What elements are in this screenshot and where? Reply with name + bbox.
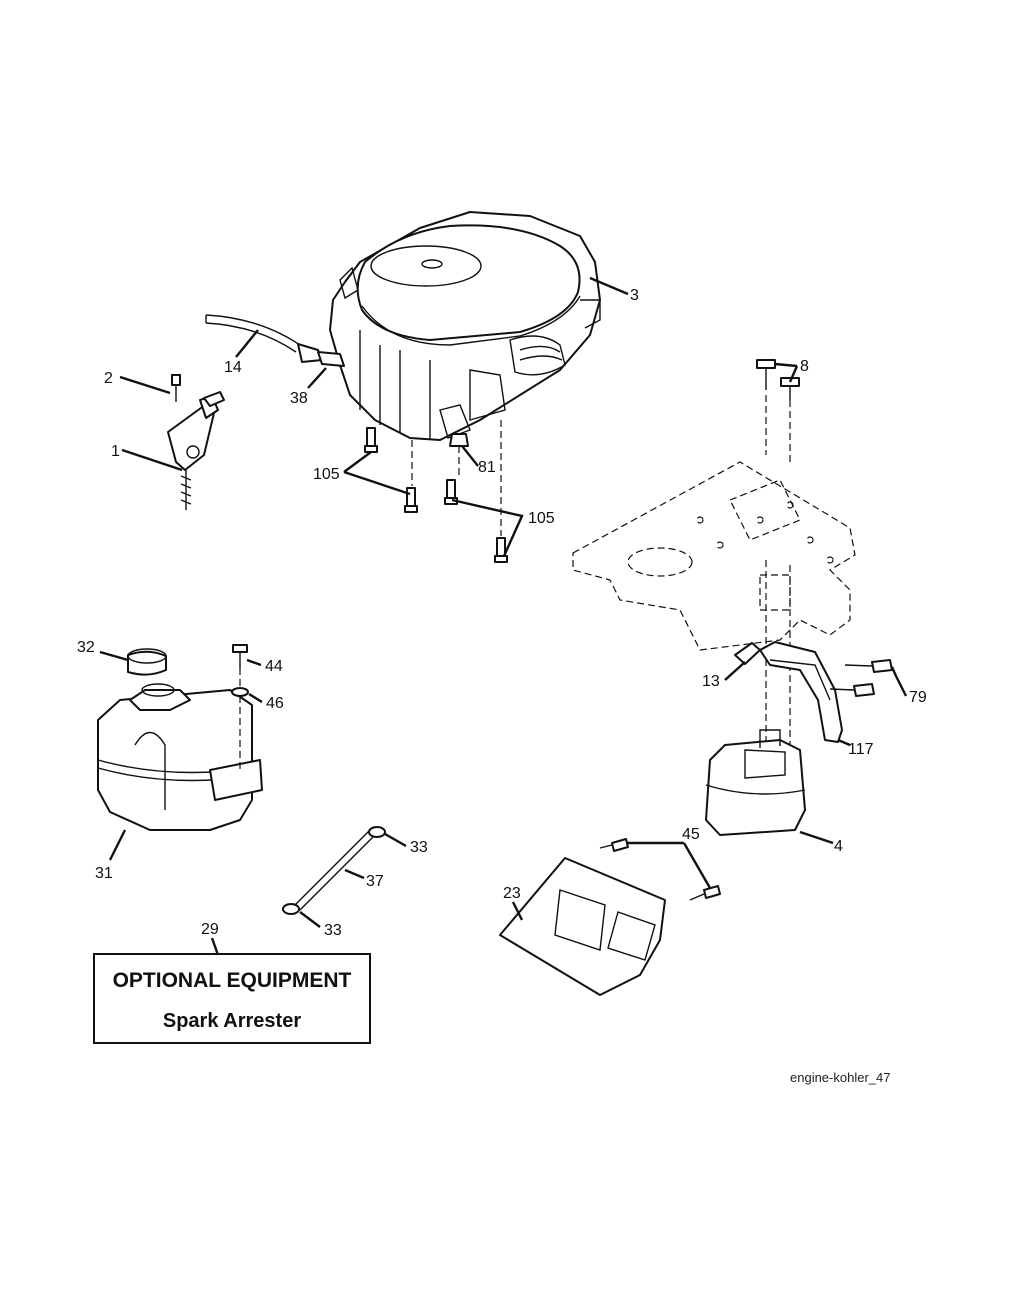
callout-13: 13 <box>702 673 720 690</box>
callout-81: 81 <box>478 459 496 476</box>
exhaust-pipe-drawing <box>734 641 893 743</box>
callout-23: 23 <box>503 885 521 902</box>
callout-46: 46 <box>266 695 284 712</box>
callout-14: 14 <box>224 359 242 376</box>
engine-drawing <box>329 211 601 441</box>
leader-lines <box>99 276 908 956</box>
fuel-line-37-drawing <box>282 826 386 915</box>
callout-37: 37 <box>366 873 384 890</box>
callout-38: 38 <box>290 390 308 407</box>
fuel-line-drawing <box>205 314 345 367</box>
callout-45: 45 <box>682 826 700 843</box>
callout-31: 31 <box>95 865 113 882</box>
callout-44: 44 <box>265 658 283 675</box>
callout-2: 2 <box>104 370 113 387</box>
callout-105-right: 105 <box>528 510 555 527</box>
figure-code: engine-kohler_47 <box>790 1070 890 1085</box>
engine-plate-drawing <box>572 395 856 750</box>
callout-79: 79 <box>909 689 927 706</box>
callout-32: 32 <box>77 639 95 656</box>
callout-8: 8 <box>800 358 809 375</box>
muffler-drawing <box>705 729 806 836</box>
optional-equipment-subtitle: Spark Arrester <box>163 1010 301 1032</box>
optional-equipment-title: OPTIONAL EQUIPMENT <box>113 969 352 992</box>
optional-equipment-box: OPTIONAL EQUIPMENT Spark Arrester <box>93 953 371 1044</box>
callout-33-top: 33 <box>410 839 428 856</box>
engine-bolts-drawing <box>364 420 508 563</box>
callout-1: 1 <box>111 443 120 460</box>
callout-3: 3 <box>630 287 639 304</box>
tank-screw-drawing <box>231 644 249 770</box>
fuel-tank-drawing <box>97 648 263 831</box>
callout-117: 117 <box>848 741 874 758</box>
heat-shield-drawing <box>499 838 721 996</box>
callout-4: 4 <box>834 838 843 855</box>
callout-105-left: 105 <box>313 466 340 483</box>
callout-29: 29 <box>201 921 219 938</box>
callout-33-bottom: 33 <box>324 922 342 939</box>
throttle-control-drawing <box>167 374 225 510</box>
